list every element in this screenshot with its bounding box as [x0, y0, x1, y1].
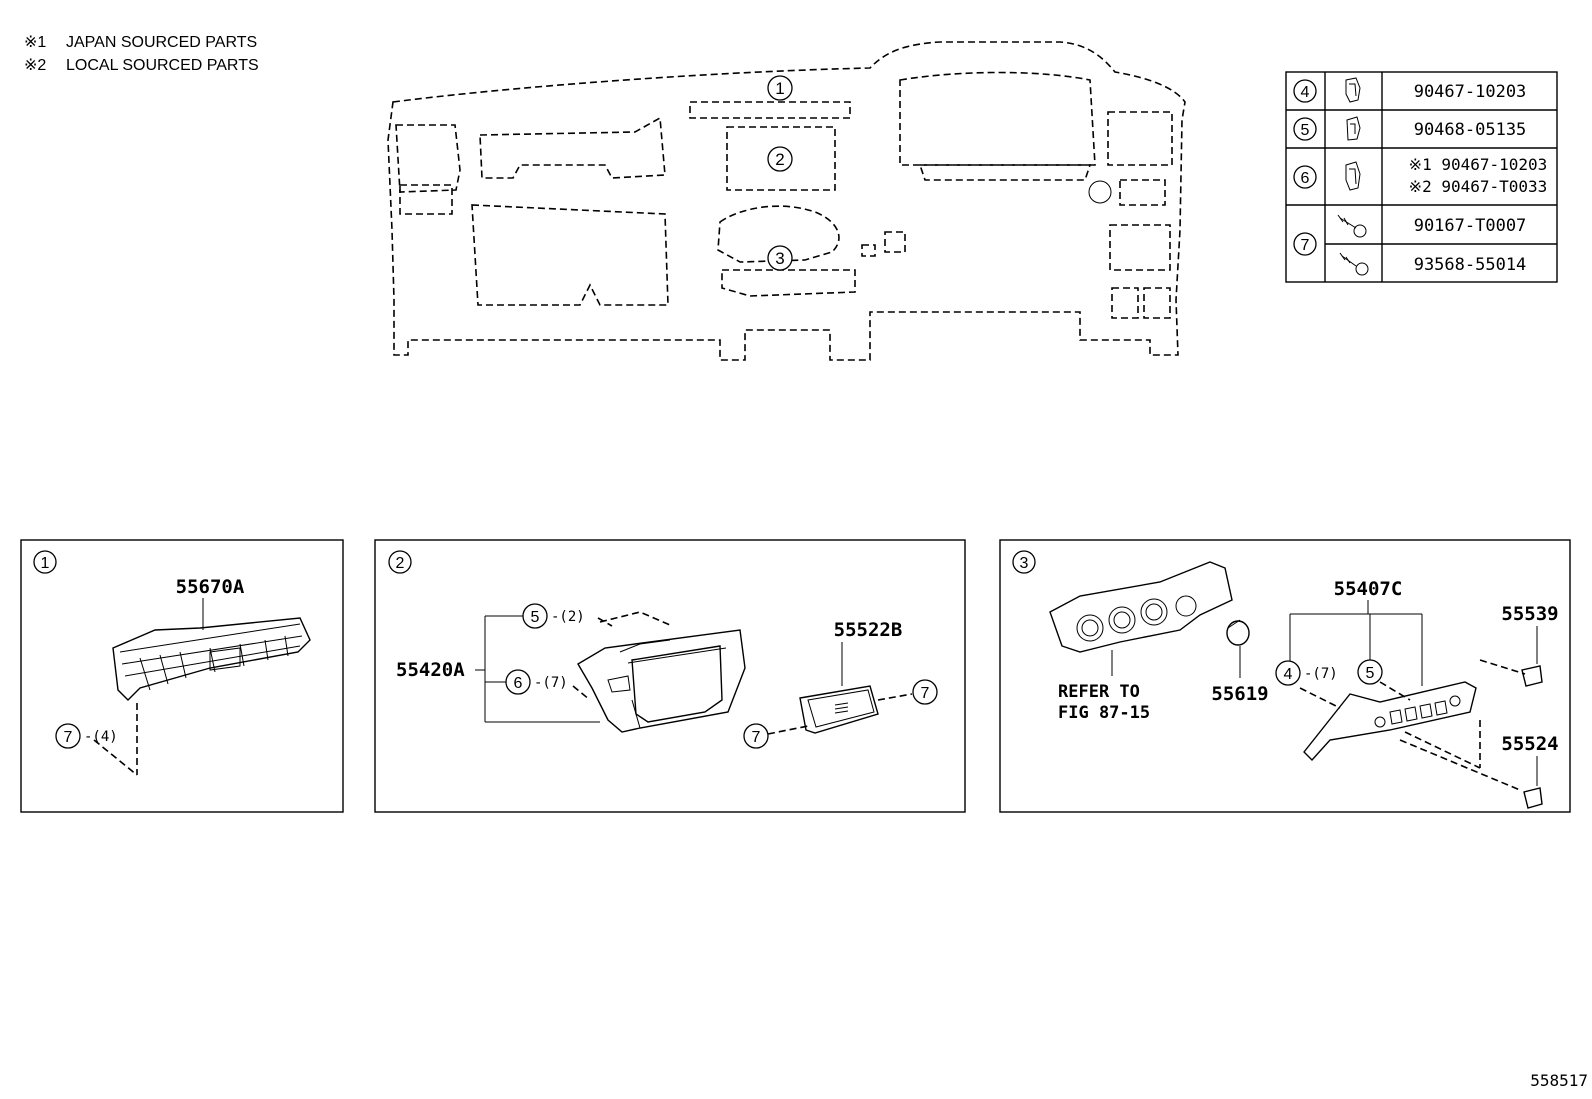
lower-center-outline — [721, 269, 856, 297]
switch-b-drawing — [1523, 787, 1543, 809]
switch-a-drawing — [1521, 665, 1543, 687]
fastener-5-ref: 5 — [531, 609, 540, 626]
fastener-7-qty: -(4) — [84, 729, 118, 745]
right-switch-b — [1143, 287, 1171, 319]
note-1-mark: ※1 — [24, 34, 46, 51]
clip-icon — [1345, 77, 1361, 103]
meter-lower-outline — [918, 164, 1092, 181]
dashboard-outline-icon — [387, 41, 1186, 361]
fastener-7a-ref: 7 — [921, 685, 930, 702]
overview-callout-2: 2 — [767, 146, 793, 172]
part-number: 90467-10203 — [1414, 82, 1527, 102]
right-vent-outline — [1107, 111, 1173, 166]
fastener-7b-ref: 7 — [752, 729, 761, 746]
switch-bezel-drawing — [1303, 681, 1477, 762]
note-2-mark: ※2 — [24, 57, 46, 74]
fastener-5-ref: 5 — [1366, 665, 1375, 682]
upper-left-panel — [479, 116, 666, 179]
row-ref: 7 — [1301, 237, 1310, 254]
row-ref: 6 — [1301, 170, 1310, 187]
clip-icon — [1346, 116, 1361, 141]
fastener-7-ref: 7 — [64, 729, 73, 746]
screw-icon — [1337, 214, 1367, 238]
center-upper-vent — [689, 101, 851, 119]
figure-id: 558517 — [1530, 1071, 1588, 1090]
climate-control-panel-drawing — [1049, 561, 1233, 653]
table-row-4: 4 90467-10203 — [1293, 77, 1527, 103]
display-bezel-drawing — [577, 629, 746, 733]
row-ref: 4 — [1301, 84, 1310, 101]
center-vent-drawing — [112, 617, 311, 701]
detail-box-1: 1 55670A 7 -(4) — [20, 539, 344, 813]
part-label-55420A: 55420A — [396, 659, 465, 681]
svg-text:1: 1 — [775, 79, 784, 98]
fastener-6-ref: 6 — [514, 675, 523, 692]
part-label-55524: 55524 — [1501, 733, 1558, 755]
part-label-55407C: 55407C — [1334, 578, 1403, 600]
meter-hood-outline — [899, 71, 1096, 166]
part-number: 90468-05135 — [1414, 120, 1527, 140]
detail-callout: 1 — [41, 555, 50, 572]
knob-drawing — [1226, 619, 1250, 646]
part-number: ※1 90467-10203 — [1409, 155, 1548, 174]
dashboard-overview: 1 2 3 — [387, 41, 1186, 361]
detail-callout: 3 — [1020, 555, 1029, 572]
ignition-circle — [1088, 180, 1112, 204]
part-number: 90167-T0007 — [1414, 216, 1527, 236]
small-center-switch — [884, 231, 906, 253]
fastener-6-qty: -(7) — [534, 675, 568, 691]
parts-table: 4 90467-10203 5 90468-05135 6 ※1 90467-1… — [1285, 71, 1558, 283]
left-lower-box — [399, 184, 453, 215]
notes: ※1 JAPAN SOURCED PARTS ※2 LOCAL SOURCED … — [24, 34, 259, 74]
climate-panel-outline — [717, 205, 840, 263]
part-label-55619: 55619 — [1211, 683, 1268, 705]
right-small-panel — [1119, 179, 1166, 206]
refer-line-1: REFER TO — [1058, 682, 1140, 702]
screw-icon — [1339, 252, 1369, 276]
svg-text:2: 2 — [775, 150, 784, 169]
clip-icon — [1345, 161, 1361, 191]
switch-panel-drawing — [799, 685, 879, 734]
part-label-55539: 55539 — [1501, 603, 1558, 625]
table-row-6: 6 ※1 90467-10203 ※2 90467-T0033 — [1293, 155, 1548, 196]
fastener-4-qty: -(7) — [1304, 666, 1338, 682]
overview-callout-3: 3 — [767, 245, 793, 271]
center-display-outline — [726, 126, 836, 191]
part-number: 93568-55014 — [1414, 255, 1527, 275]
note-1-text: JAPAN SOURCED PARTS — [66, 34, 257, 51]
glovebox-outline — [471, 204, 669, 306]
fastener-5-qty: -(2) — [551, 609, 585, 625]
right-switch-a — [1111, 287, 1139, 319]
row-ref: 5 — [1301, 122, 1310, 139]
fastener-4-ref: 4 — [1284, 666, 1293, 683]
part-label-55670A: 55670A — [176, 576, 245, 598]
right-lower-panel — [1109, 224, 1171, 271]
left-vent-outline — [395, 124, 461, 193]
detail-box-2: 2 55420A 5 -(2) 6 -(7) 55522B 7 7 — [374, 539, 966, 813]
table-row-5: 5 90468-05135 — [1293, 116, 1527, 141]
note-2-text: LOCAL SOURCED PARTS — [66, 57, 259, 74]
part-number: ※2 90467-T0033 — [1409, 177, 1548, 196]
small-center-switch-2 — [861, 244, 876, 257]
overview-callout-1: 1 — [767, 75, 793, 101]
table-row-7: 7 90167-T0007 93568-55014 — [1293, 214, 1527, 276]
part-label-55522B: 55522B — [834, 619, 903, 641]
detail-box-3: 3 REFER TO FIG 87-15 55619 55407C 4 -(7)… — [999, 539, 1571, 813]
refer-line-2: FIG 87-15 — [1058, 703, 1150, 723]
detail-callout: 2 — [396, 555, 405, 572]
svg-text:3: 3 — [775, 249, 784, 268]
